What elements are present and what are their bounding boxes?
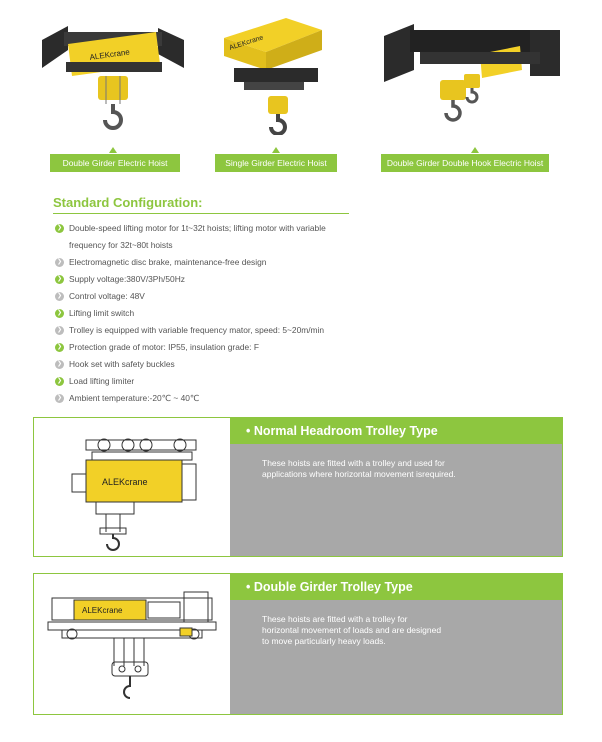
list-item-text: Trolley is equipped with variable freque… [69, 325, 325, 335]
section-title: Standard Configuration: [53, 195, 203, 210]
description-line: These hoists are fitted with a trolley a… [262, 458, 445, 468]
double-girder-hoist-image: ALEKcrane [42, 26, 184, 130]
list-item-text: Load lifting limiter [69, 376, 135, 386]
chevron-right-icon: ❯ [55, 292, 64, 301]
list-item: ❯ Double-speed lifting motor for 1t~32t … [55, 220, 365, 237]
double-girder-trolley-panel: ALEKcrane • Double Girder Trolley Type T… [33, 573, 563, 715]
brand-mark: ALEKcrane [102, 477, 148, 487]
bullet-icon: • [246, 424, 254, 438]
panel-title: • Normal Headroom Trolley Type [230, 418, 562, 444]
list-item-text: frequency for 32t~80t hoists [69, 240, 173, 250]
description-line: to move particularly heavy loads. [262, 636, 386, 646]
hoist-label: Double Girder Electric Hoist [50, 154, 180, 172]
double-hook-hoist-card: Double Girder Double Hook Electric Hoist [380, 10, 570, 172]
double-hook-hoist-image [384, 24, 560, 122]
list-item-text: Double-speed lifting motor for 1t~32t ho… [69, 223, 326, 233]
list-item-text: Ambient temperature:-20℃ ~ 40℃ [69, 393, 200, 403]
panel-description: These hoists are fitted with a trolley a… [262, 458, 502, 480]
chevron-right-icon: ❯ [55, 394, 64, 403]
arrow-icon [471, 147, 479, 153]
panel-description: These hoists are fitted with a trolley f… [262, 614, 502, 647]
list-item-text: Hook set with safety buckles [69, 359, 175, 369]
description-line: applications where horizontal movement i… [262, 469, 456, 479]
list-item: ❯ Supply voltage:380V/3Ph/50Hz [55, 271, 365, 288]
panel-title: • Double Girder Trolley Type [230, 574, 562, 600]
chevron-right-icon: ❯ [55, 326, 64, 335]
list-item: ❯ Hook set with safety buckles [55, 356, 365, 373]
normal-headroom-drawing: ALEKcrane [34, 418, 230, 556]
config-list: ❯ Double-speed lifting motor for 1t~32t … [55, 220, 365, 407]
double-girder-trolley-drawing: ALEKcrane [34, 574, 230, 714]
chevron-right-icon: ❯ [55, 258, 64, 267]
hoist-label: Single Girder Electric Hoist [215, 154, 337, 172]
panel-title-text: Normal Headroom Trolley Type [253, 424, 438, 438]
normal-headroom-panel: ALEKcrane • Normal Headroom Trolley Type… [33, 417, 563, 557]
list-item: ❯ Protection grade of motor: IP55, insul… [55, 339, 365, 356]
list-item: ❯ Lifting limit switch [55, 305, 365, 322]
brand-mark: ALEKcrane [82, 606, 123, 615]
list-item-text: Lifting limit switch [69, 308, 135, 318]
description-line: These hoists are fitted with a trolley f… [262, 614, 408, 624]
hoist-gallery: ALEKcrane Double Girder Electric Hoist A… [0, 0, 602, 180]
list-item-text: Protection grade of motor: IP55, insulat… [69, 342, 259, 352]
list-item-continuation: frequency for 32t~80t hoists [55, 237, 365, 254]
chevron-right-icon: ❯ [55, 309, 64, 318]
chevron-right-icon: ❯ [55, 360, 64, 369]
description-line: horizontal movement of loads and are des… [262, 625, 442, 635]
single-girder-hoist-image: ALEKcrane [224, 18, 322, 135]
panel-title-text: Double Girder Trolley Type [253, 580, 413, 594]
chevron-right-icon: ❯ [55, 275, 64, 284]
list-item: ❯ Trolley is equipped with variable freq… [55, 322, 365, 339]
chevron-right-icon: ❯ [55, 377, 64, 386]
list-item-text: Control voltage: 48V [69, 291, 145, 301]
list-item: ❯ Electromagnetic disc brake, maintenanc… [55, 254, 365, 271]
list-item-text: Electromagnetic disc brake, maintenance-… [69, 257, 267, 267]
arrow-icon [272, 147, 280, 153]
list-item: ❯ Control voltage: 48V [55, 288, 365, 305]
list-item: ❯ Ambient temperature:-20℃ ~ 40℃ [55, 390, 365, 407]
list-item-text: Supply voltage:380V/3Ph/50Hz [69, 274, 185, 284]
chevron-right-icon: ❯ [55, 224, 64, 233]
title-divider [53, 213, 349, 214]
list-item: ❯ Load lifting limiter [55, 373, 365, 390]
chevron-right-icon: ❯ [55, 343, 64, 352]
bullet-icon: • [246, 580, 254, 594]
double-girder-hoist-card: ALEKcrane Double Girder Electric Hoist [38, 10, 188, 172]
hoist-label: Double Girder Double Hook Electric Hoist [381, 154, 549, 172]
arrow-icon [109, 147, 117, 153]
single-girder-hoist-card: ALEKcrane Single Girder Electric Hoist [215, 10, 337, 172]
